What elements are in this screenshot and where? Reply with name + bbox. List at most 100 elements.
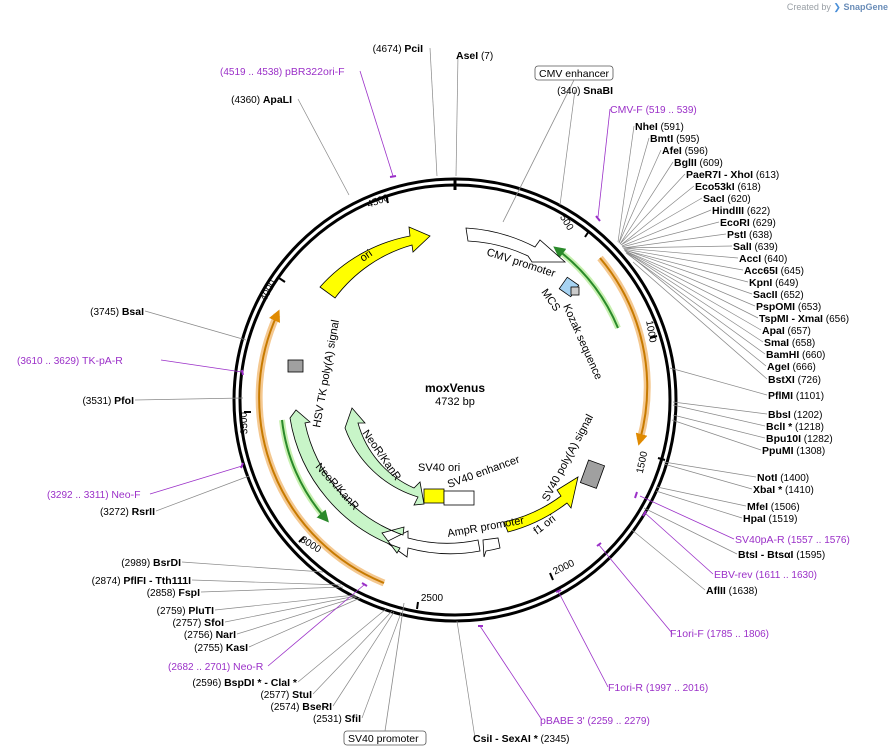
site-name: BbsI (768, 409, 791, 421)
site-label-xbai-[interactable]: XbaI * (1410) (753, 484, 814, 496)
site-name: SmaI (764, 337, 789, 349)
site-label-bsrdi[interactable]: (2989) BsrDI (121, 557, 181, 569)
site-label-psti[interactable]: PstI (638) (727, 229, 772, 241)
site-position: (2574) (271, 702, 303, 713)
site-label-agei[interactable]: AgeI (666) (767, 361, 816, 373)
site-label-kasi[interactable]: (2755) KasI (194, 642, 248, 654)
primer-label-sv40pa-r[interactable]: SV40pA-R (1557 .. 1576) (735, 534, 850, 546)
site-label-pluti[interactable]: (2759) PluTI (157, 605, 214, 617)
site-label-hindiii[interactable]: HindIII (622) (712, 205, 770, 217)
site-label-rsrii[interactable]: (3272) RsrII (100, 506, 155, 518)
leader-noti (663, 461, 757, 478)
site-label-bcli-[interactable]: BclI * (1218) (766, 421, 824, 433)
site-label-pcii[interactable]: (4674) PciI (373, 43, 423, 55)
site-position: (638) (746, 230, 772, 241)
site-label-bpu10i[interactable]: Bpu10I (1282) (766, 433, 833, 445)
primer-label-ebv-rev[interactable]: EBV-rev (1611 .. 1630) (714, 569, 817, 581)
feature-label-sv40-ori: SV40 ori (418, 462, 460, 474)
site-name: ApaLI (263, 94, 292, 106)
site-label-nari[interactable]: (2756) NarI (184, 629, 236, 641)
site-label-saci[interactable]: SacI (620) (703, 193, 751, 205)
site-label-hpai[interactable]: HpaI (1519) (743, 513, 797, 525)
hsv-tk-polya-feature (287, 359, 304, 373)
site-label-noti[interactable]: NotI (1400) (757, 472, 809, 484)
primer-label-f1ori-f[interactable]: F1ori-F (1785 .. 1806) (670, 628, 769, 640)
site-label-fspi[interactable]: (2858) FspI (147, 587, 200, 599)
site-label-ppumi[interactable]: PpuMI (1308) (762, 445, 825, 457)
leader-kasi (248, 597, 361, 648)
site-label-sali[interactable]: SalI (639) (733, 241, 778, 253)
site-label-snabi[interactable]: (340) SnaBI (557, 85, 613, 97)
site-label-bbsi[interactable]: BbsI (1202) (768, 409, 822, 421)
site-label-csii-sexai-[interactable]: CsiI - SexAI * (2345) (473, 733, 569, 745)
site-label-mfei[interactable]: MfeI (1506) (747, 501, 800, 513)
site-label-tspmi-xmai[interactable]: TspMI - XmaI (656) (759, 313, 849, 325)
site-label-acc65i[interactable]: Acc65I (645) (744, 265, 804, 277)
site-label-apai[interactable]: ApaI (657) (762, 325, 811, 337)
site-name: StuI (292, 689, 312, 701)
site-label-bglii[interactable]: BglII (609) (674, 157, 723, 169)
site-label-kpni[interactable]: KpnI (649) (749, 277, 798, 289)
site-name: NheI (635, 121, 658, 133)
site-label-nhei[interactable]: NheI (591) (635, 121, 684, 133)
site-label-btsi-bts-i[interactable]: BtsI - BtsαI (1595) (738, 549, 825, 561)
site-label-ecori[interactable]: EcoRI (629) (720, 217, 776, 229)
sv40-polya-feature (579, 459, 606, 489)
site-label-stui[interactable]: (2577) StuI (260, 689, 312, 701)
site-label-smai[interactable]: SmaI (658) (764, 337, 815, 349)
primer-label-pbr322ori-f[interactable]: (4519 .. 4538) pBR322ori-F (220, 66, 345, 78)
site-label-apali[interactable]: (4360) ApaLI (231, 94, 292, 106)
primer-leader-4 (598, 544, 673, 634)
leader-nhei (617, 125, 635, 243)
site-label-sacii[interactable]: SacII (652) (753, 289, 804, 301)
site-label-eco53ki[interactable]: Eco53kI (618) (695, 181, 761, 193)
plasmid-name: moxVenus (425, 381, 485, 395)
site-label-afei[interactable]: AfeI (596) (662, 145, 708, 157)
primer-label-tk-pa-r[interactable]: (3610 .. 3629) TK-pA-R (17, 355, 123, 367)
site-position: (591) (658, 122, 684, 133)
primer-leader-6 (479, 625, 543, 721)
site-label-pflmi[interactable]: PflMI (1101) (768, 390, 824, 402)
leader-kpni (623, 249, 749, 283)
site-label-bsai[interactable]: (3745) BsaI (90, 306, 144, 318)
site-position: (639) (752, 242, 778, 253)
site-name: NarI (216, 629, 237, 641)
primer-label-neo-r[interactable]: (2682 .. 2701) Neo-R (168, 661, 264, 673)
leader-btsi-bts-i (643, 507, 738, 555)
site-position: (2345) (538, 734, 570, 745)
primer-marks (240, 175, 647, 627)
primer-label-cmv-f[interactable]: CMV-F (519 .. 539) (610, 104, 697, 116)
site-position: (596) (682, 146, 708, 157)
site-label-asei[interactable]: AseI (7) (456, 50, 493, 62)
site-label-bamhi[interactable]: BamHI (660) (766, 349, 825, 361)
site-position: (2756) (184, 630, 216, 641)
site-label-bseri[interactable]: (2574) BseRI (271, 701, 333, 713)
site-label-bmti[interactable]: BmtI (595) (650, 133, 699, 145)
site-label-sfoi[interactable]: (2757) SfoI (172, 617, 224, 629)
site-name: FspI (178, 587, 200, 599)
site-position: (2759) (157, 606, 189, 617)
site-position: (658) (789, 338, 815, 349)
site-label-aflii[interactable]: AflII (1638) (706, 585, 758, 597)
leader-paer7i-xhoi (619, 173, 686, 245)
primer-label-f1ori-r[interactable]: F1ori-R (1997 .. 2016) (608, 682, 708, 694)
site-label-pspomi[interactable]: PspOMI (653) (756, 301, 821, 313)
site-label-pfoi[interactable]: (3531) PfoI (82, 395, 134, 407)
primer-name: pBR322ori-F (285, 66, 345, 78)
primer-leader-1 (597, 108, 611, 218)
tick-label-2000: 2000 (552, 558, 577, 578)
ori-feature (319, 226, 431, 299)
primer-label-pbabe-3-[interactable]: pBABE 3' (2259 .. 2279) (540, 715, 650, 727)
site-name: AfeI (662, 145, 682, 157)
site-name: Bpu10I (766, 433, 801, 445)
site-position: (629) (750, 218, 776, 229)
site-name: SfoI (204, 617, 224, 629)
site-label-pflfi-tth111i[interactable]: (2874) PflFI - Tth111I (92, 575, 191, 587)
site-label-acci[interactable]: AccI (640) (739, 253, 787, 265)
site-label-bstxi[interactable]: BstXI (726) (768, 374, 821, 386)
site-label-paer7i-xhoi[interactable]: PaeR7I - XhoI (613) (686, 169, 779, 181)
site-label-bspdi-clai-[interactable]: (2596) BspDI * - ClaI * (192, 677, 298, 689)
site-label-sfii[interactable]: (2531) SfiI (313, 713, 361, 725)
orf-arrows (255, 246, 651, 587)
primer-label-neo-f[interactable]: (3292 .. 3311) Neo-F (47, 489, 141, 501)
